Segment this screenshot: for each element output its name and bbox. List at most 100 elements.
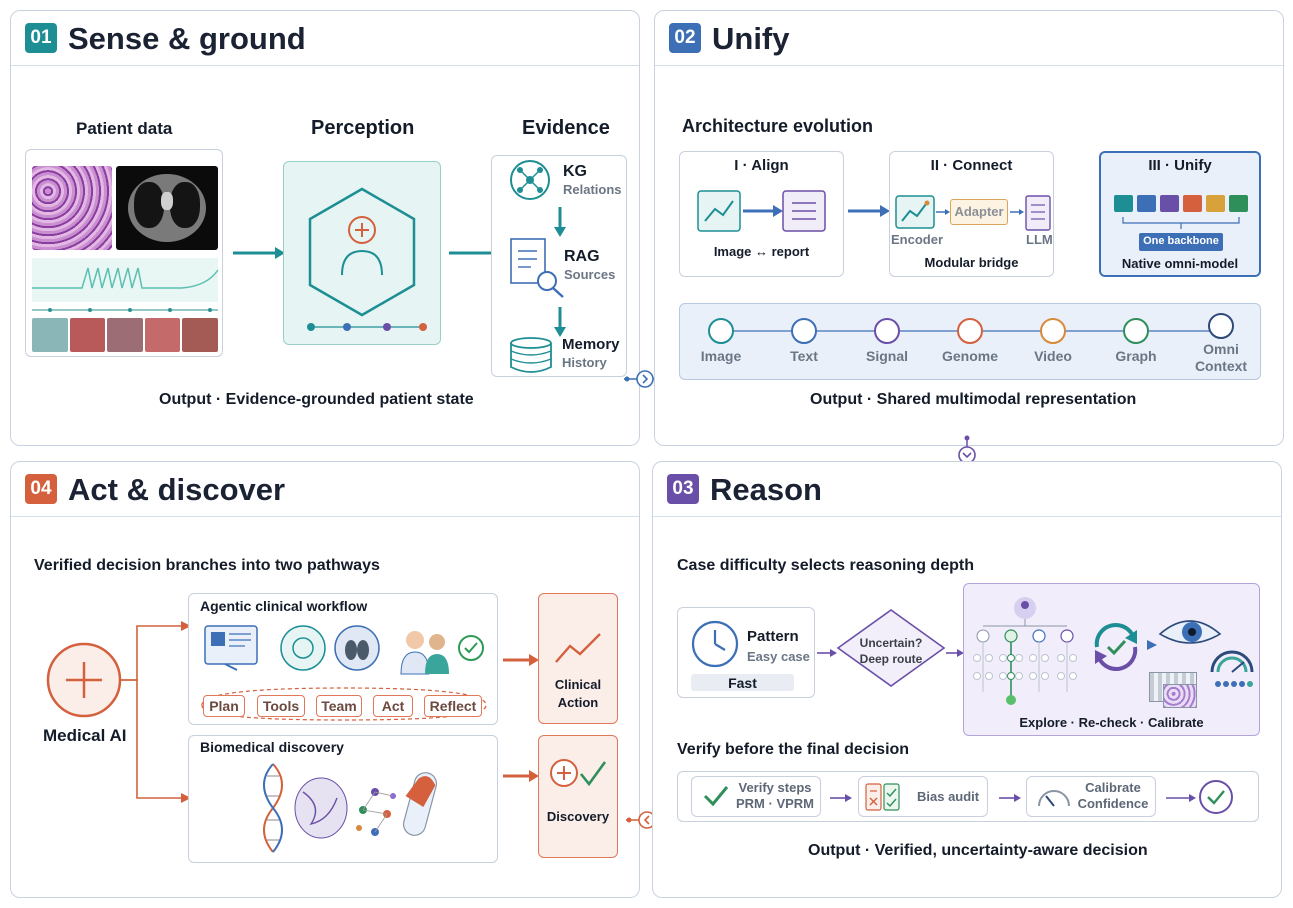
panel-unify: 02 Unify Architecture evolution I · Alig… <box>654 10 1284 446</box>
down-arrow-icon <box>554 207 566 237</box>
panel-header: 03 Reason <box>653 462 1281 517</box>
calibrate-subtitle: Confidence <box>1077 796 1149 811</box>
step-badge: 03 <box>667 474 699 504</box>
decision-diamond-icon <box>836 609 946 687</box>
signal-waveform <box>32 258 219 302</box>
stage-unify-caption: Native omni-model <box>1121 256 1239 271</box>
check-icon <box>703 786 729 807</box>
step-badge: 01 <box>25 23 57 53</box>
video-node-icon <box>1040 318 1066 344</box>
align-diagram-icon <box>697 190 826 232</box>
architecture-label: Architecture evolution <box>682 116 874 136</box>
modality-label: Text <box>790 348 818 364</box>
histology-thumbnail <box>1163 684 1197 708</box>
pattern-title: Pattern <box>747 628 799 645</box>
verify-steps-title: Verify steps <box>738 780 812 795</box>
omni-node-icon <box>1208 313 1234 339</box>
panel-act-discover: 04 Act & discover Verified decision bran… <box>10 461 640 898</box>
medical-ai-label: Medical AI <box>43 726 127 745</box>
modality-blocks <box>1114 195 1248 229</box>
stage-connect-title: II · Connect <box>930 157 1013 174</box>
perception-label: Perception <box>311 117 415 139</box>
arrow-to-deep <box>946 649 964 657</box>
panel-title: Act & discover <box>68 472 286 507</box>
panel-output: Output · Verified, uncertainty-aware dec… <box>808 842 1148 859</box>
evidence-label: Evidence <box>522 117 610 139</box>
endoscopy-images <box>32 318 218 352</box>
branch-arrows <box>121 621 191 803</box>
perception-hexagon-icon <box>308 187 416 317</box>
fast-label: Fast <box>728 675 757 691</box>
evidence-rag-title: RAG <box>564 248 600 265</box>
timeline-axis <box>32 308 218 312</box>
modality-label: Graph <box>1115 348 1157 364</box>
workflow-illustration <box>204 625 484 675</box>
stage-unify-title: III · Unify <box>1148 157 1212 174</box>
clinical-action-label: Clinical Action <box>554 677 602 710</box>
stage-arrow <box>848 205 890 217</box>
document-search-icon <box>510 238 564 298</box>
stage-unify-card <box>1099 151 1261 277</box>
stage-align-caption: Image ↔ report <box>713 244 810 259</box>
panel-reason: 03 Reason Case difficulty selects reason… <box>652 461 1282 898</box>
step-badge: 02 <box>669 23 701 53</box>
step-badge: 04 <box>25 474 57 504</box>
arrow-to-action <box>503 654 539 666</box>
histology-image <box>32 166 112 250</box>
gauge-icon <box>1038 790 1070 807</box>
arrow-to-discovery <box>503 770 539 782</box>
workflow-step-reflect: Reflect <box>424 695 482 717</box>
stage-connect-caption: Modular bridge <box>924 255 1019 270</box>
pattern-subtitle: Easy case <box>747 649 810 664</box>
modality-label: Genome <box>941 348 998 364</box>
llm-icon <box>1025 195 1051 231</box>
clock-icon <box>691 620 739 668</box>
decision-line2: Deep route <box>859 652 923 666</box>
evidence-memory-subtitle: History <box>562 355 607 370</box>
adapter-label: Adapter <box>954 204 1004 219</box>
evidence-card <box>491 155 627 377</box>
audit-checklist-icon <box>865 783 900 811</box>
final-check-icon <box>1199 780 1233 814</box>
backbone-label: One backbone <box>1143 235 1219 247</box>
reasoning-tree-icon <box>973 597 1077 705</box>
verify-label: Verify before the final decision <box>677 741 910 758</box>
connector-left-icon <box>626 811 668 829</box>
verify-steps-subtitle: PRM · VPRM <box>736 796 814 811</box>
calibrate-title: Calibrate <box>1085 780 1141 795</box>
evidence-kg-subtitle: Relations <box>563 182 622 197</box>
network-icon <box>510 160 550 200</box>
arrow-to-perception <box>233 247 285 259</box>
discovery-output-label: Discovery <box>546 809 610 824</box>
bias-audit-label: Bias audit <box>917 789 980 804</box>
trend-icon <box>555 633 601 663</box>
encoder-icon <box>895 195 935 229</box>
adapter-block <box>950 199 1008 225</box>
evidence-kg-title: KG <box>563 163 587 180</box>
calibration-gauge-icon <box>1210 650 1254 687</box>
panel-output: Output · Evidence-grounded patient state <box>159 391 474 408</box>
discovery-output-card <box>538 735 618 858</box>
panel-header: 04 Act & discover <box>11 462 639 517</box>
patient-data-label: Patient data <box>76 119 173 138</box>
eye-icon <box>1158 620 1222 644</box>
calibrate-box <box>1026 776 1156 817</box>
discovery-illustration <box>263 763 438 853</box>
panel-title: Sense & ground <box>68 21 306 56</box>
verify-steps-box <box>691 776 821 817</box>
llm-label: LLM <box>1026 232 1053 247</box>
arrow-to-decision <box>817 649 837 657</box>
discovery-plus-check-icon <box>550 759 607 787</box>
modality-label: Video <box>1034 348 1072 364</box>
signal-node-icon <box>874 318 900 344</box>
discovery-title: Biomedical discovery <box>200 739 344 755</box>
panel-title: Reason <box>710 472 822 507</box>
database-icon <box>510 337 552 373</box>
branches-label: Verified decision branches into two path… <box>34 557 380 574</box>
evidence-memory-title: Memory <box>562 336 620 353</box>
stage-align-title: I · Align <box>734 157 789 174</box>
workflow-step-team: Team <box>316 695 362 717</box>
modality-label: Omni Context <box>1194 341 1248 374</box>
text-node-icon <box>791 318 817 344</box>
encoder-label: Encoder <box>891 232 944 247</box>
